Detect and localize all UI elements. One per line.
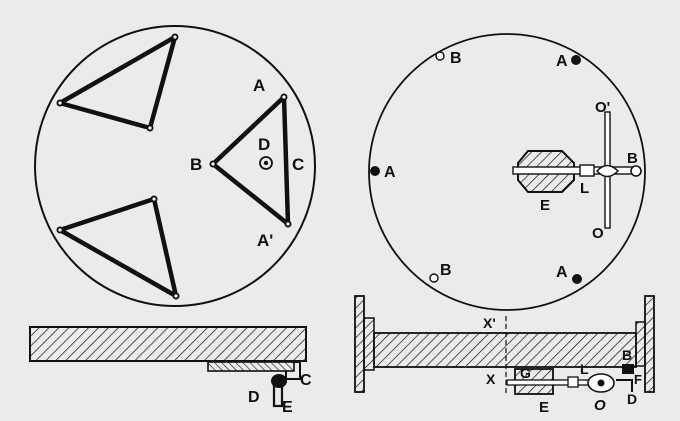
triangle-right (210, 94, 291, 227)
label-o-prime: O' (595, 99, 610, 116)
label-b-top: B (450, 50, 462, 67)
hole-a-left (370, 166, 380, 176)
label-a-top: A (556, 53, 568, 70)
left-disc-outline (34, 25, 316, 307)
bearing-right (635, 321, 646, 367)
right-disc-outline (368, 33, 646, 311)
label-x-prime: X' (483, 315, 496, 331)
bracket-b (622, 364, 634, 374)
label-c: C (300, 372, 312, 389)
cross-arm-upper (604, 111, 611, 171)
label-o: O (592, 225, 604, 242)
right-section-view: X' X G L E O B F D (354, 295, 655, 416)
label-b-bottom: B (440, 262, 452, 279)
triangle-lower-left (57, 196, 179, 299)
pin-head (271, 374, 287, 388)
disc-section (29, 326, 307, 362)
label-d: D (627, 391, 637, 407)
label-a: A (253, 76, 265, 95)
label-f: F (634, 372, 642, 387)
right-plan-view: B A A B A O' O B E L (368, 33, 646, 311)
slider-l (579, 164, 595, 177)
label-a-left: A (384, 164, 396, 181)
pin-stem (272, 384, 284, 408)
label-c: C (292, 155, 304, 174)
hole-b-bottom (429, 273, 439, 283)
bracket-hook-c (285, 361, 301, 380)
label-e: E (282, 399, 293, 416)
label-x: X (486, 371, 496, 387)
label-b: B (622, 347, 632, 363)
hole-a-bottom (572, 274, 582, 284)
label-o: O (594, 397, 606, 414)
label-l: L (580, 180, 589, 197)
label-l: L (580, 361, 589, 377)
frame-right (644, 295, 655, 393)
hole-b-top (435, 51, 445, 61)
bracket-f (616, 379, 633, 392)
label-e: E (539, 399, 549, 416)
pin-b (630, 165, 642, 177)
bearing-left (363, 317, 375, 371)
label-d: D (248, 389, 260, 406)
triangle-upper-left (57, 34, 178, 131)
label-d: D (258, 135, 270, 154)
disc-section (373, 332, 637, 368)
slider-l (567, 376, 579, 388)
cross-arm-lower (604, 173, 611, 229)
label-b: B (190, 155, 202, 174)
label-a-prime: A' (257, 231, 273, 250)
frame-left (354, 295, 365, 393)
left-plan-view: A B C D A' (34, 25, 316, 307)
hub (596, 164, 619, 178)
bracket-plate (207, 361, 295, 372)
label-g: G (520, 365, 531, 381)
label-b-right: B (627, 150, 638, 167)
left-section-view: C D E (29, 326, 312, 416)
label-e: E (540, 197, 550, 214)
centre-point-d (259, 156, 273, 170)
label-a-bottom: A (556, 264, 568, 281)
hole-a-top (571, 55, 581, 65)
